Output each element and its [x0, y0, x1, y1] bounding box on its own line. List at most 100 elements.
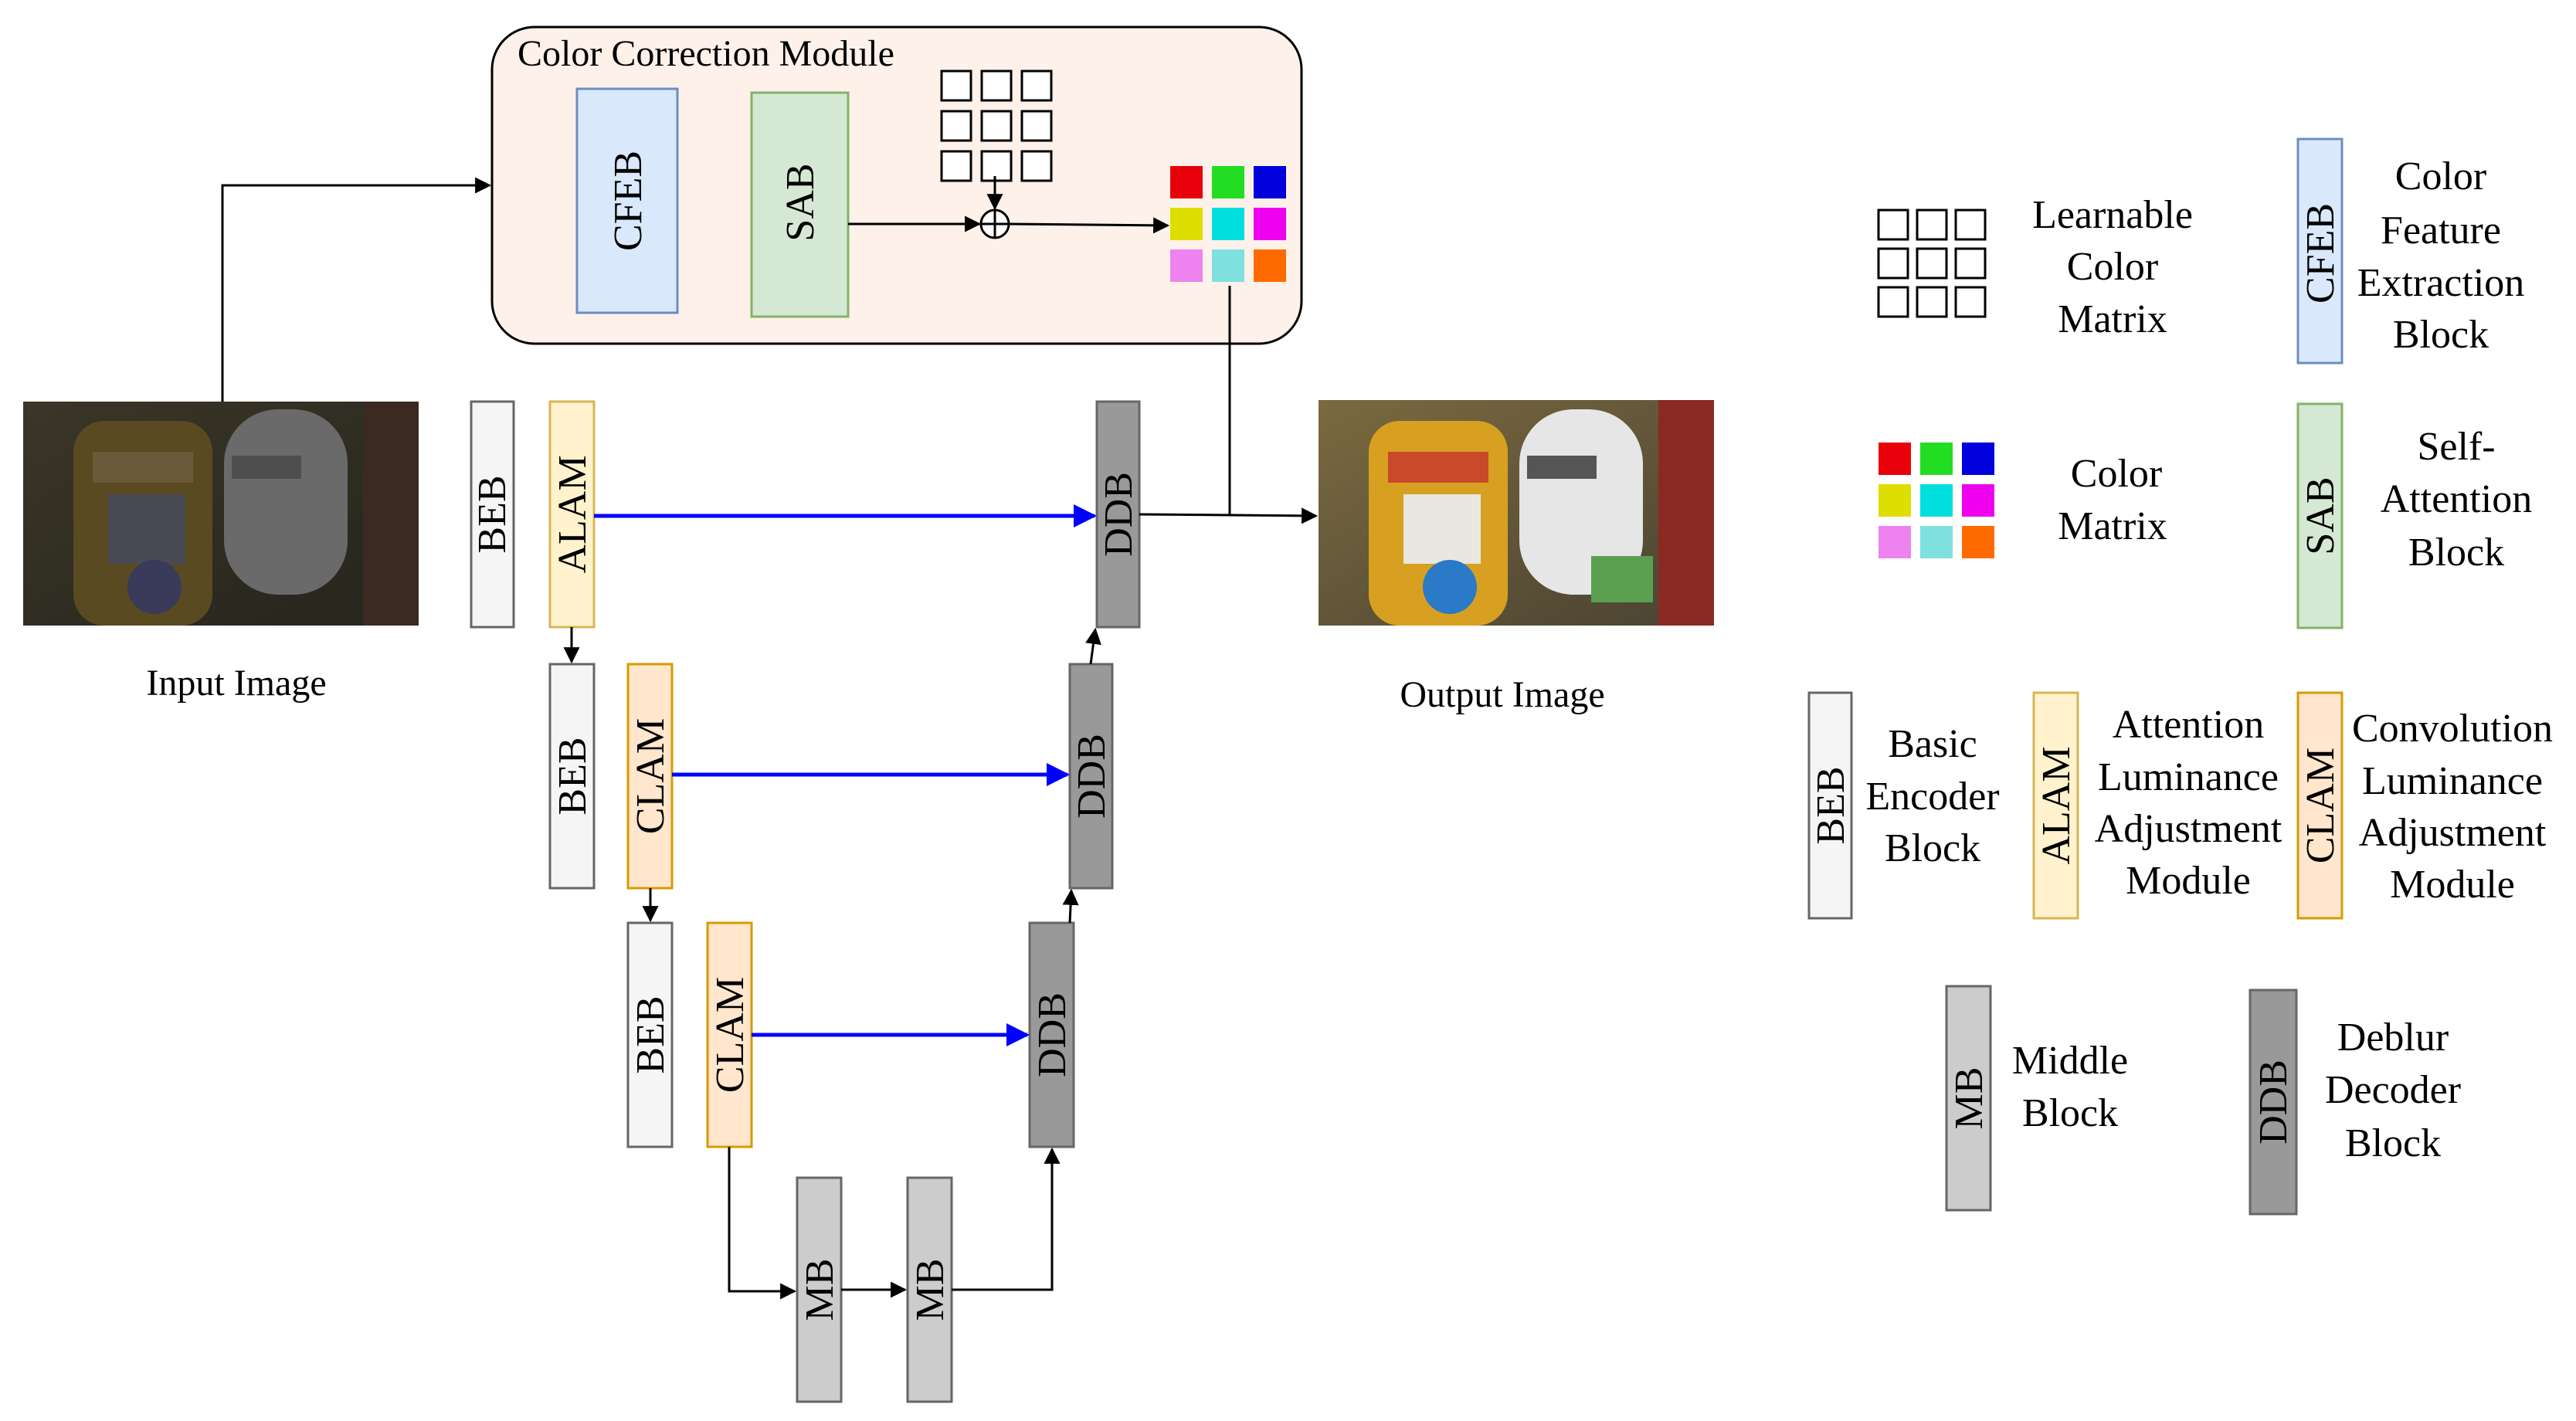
matrix-cell [1212, 166, 1244, 198]
ddb-block-level1: DDB [1095, 400, 1141, 629]
svg-text:CFEB: CFEB [2299, 203, 2343, 304]
legend-mb-line2: Block [2022, 1091, 2118, 1135]
legend-cfeb-block: CFEB [2296, 137, 2344, 365]
clam-block-level3: CLAM [706, 921, 753, 1148]
matrix-cell [1170, 249, 1203, 282]
matrix-cell [1020, 70, 1053, 102]
svg-text:BEB: BEB [470, 475, 514, 553]
legend-beb-line3: Block [1885, 826, 1980, 870]
matrix-cell [1254, 208, 1286, 240]
legend-sab-line3: Block [2408, 531, 2504, 575]
matrix-cell [1020, 150, 1053, 182]
output-image [1319, 400, 1714, 626]
sab-label: SAB [779, 163, 823, 241]
up-arrow-2 [1085, 627, 1101, 665]
legend-beb-line1: Basic [1888, 722, 1977, 766]
ddb-block-level3: DDB [1028, 921, 1075, 1148]
svg-text:CLAM: CLAM [2299, 748, 2343, 863]
matrix-cell [1916, 286, 1948, 318]
svg-text:DDB: DDB [1030, 992, 1074, 1077]
legend-sab-line1: Self- [2417, 425, 2495, 469]
legend-sab-line2: Attention [2381, 477, 2532, 521]
input-image [23, 402, 419, 626]
svg-text:CLAM: CLAM [629, 718, 673, 834]
clam-to-mb-arrow [728, 1147, 797, 1300]
svg-text:MB: MB [1947, 1067, 1991, 1130]
color-correction-module: Color Correction Module CFEB SAB [490, 25, 1303, 345]
legend-cfeb-line4: Block [2393, 313, 2489, 357]
svg-text:CLAM: CLAM [708, 977, 752, 1093]
matrix-cell [1254, 249, 1286, 282]
matrix-cell [1879, 443, 1911, 475]
matrix-cell [1877, 209, 1909, 241]
legend-learnable-line1: Learnable [2032, 193, 2193, 237]
legend-cfeb-line1: Color [2395, 154, 2486, 198]
matrix-cell [980, 110, 1013, 142]
legend-sab-block: SAB [2296, 402, 2344, 629]
matrix-cell [940, 110, 972, 142]
legend-alam-line1: Attention [2113, 703, 2264, 747]
up-arrow-1 [1062, 888, 1079, 924]
matrix-cell [940, 150, 972, 182]
color-correction-module-title: Color Correction Module [518, 33, 894, 74]
mb-to-ddb-arrow [952, 1147, 1061, 1291]
input-to-module-arrow [221, 177, 492, 402]
beb-block-level2: BEB [548, 663, 596, 890]
mb-block-1: MB [796, 1176, 843, 1403]
svg-text:ALAM: ALAM [2035, 746, 2079, 864]
legend-beb-block: BEB [1807, 691, 1853, 920]
matrix-cell [980, 150, 1013, 182]
legend-alam-block: ALAM [2032, 691, 2079, 920]
matrix-cell [1920, 443, 1953, 475]
input-image-label: Input Image [146, 663, 326, 704]
svg-text:MB: MB [908, 1259, 952, 1321]
color-matrix-icon [1170, 166, 1286, 282]
ddb-to-output-arrow [1139, 507, 1319, 524]
matrix-cell [1954, 247, 1987, 280]
svg-text:BEB: BEB [551, 737, 595, 815]
legend-ddb-line3: Block [2345, 1121, 2441, 1165]
legend-clam-line2: Luminance [2362, 759, 2543, 803]
matrix-cell [1916, 247, 1948, 280]
legend-mb-block: MB [1945, 985, 1992, 1212]
clam-block-level2: CLAM [626, 663, 674, 890]
matrix-cell [1916, 209, 1948, 241]
matrix-cell [1877, 286, 1909, 318]
cfeb-block: CFEB [575, 87, 679, 314]
svg-text:MB: MB [798, 1259, 842, 1321]
svg-text:SAB: SAB [2299, 476, 2343, 554]
legend: Learnable Color Matrix Color Matrix CFEB… [1807, 137, 2553, 1216]
legend-alam-line3: Adjustment [2095, 807, 2282, 851]
matrix-cell [1962, 443, 1994, 475]
legend-clam-line1: Convolution [2352, 707, 2553, 751]
matrix-cell [1212, 249, 1244, 282]
legend-learnable-matrix-icon [1877, 209, 1987, 318]
flow-arrows [221, 177, 1319, 1300]
matrix-cell [1954, 209, 1987, 241]
svg-text:BEB: BEB [1809, 766, 1853, 844]
legend-clam-line4: Module [2390, 863, 2515, 907]
color-correction-module-frame [490, 25, 1303, 345]
legend-cfeb-line3: Extraction [2357, 261, 2525, 305]
matrix-cell [1962, 526, 1994, 558]
matrix-cell [980, 70, 1013, 102]
svg-text:BEB: BEB [629, 995, 673, 1073]
matrix-cell [1962, 484, 1994, 517]
legend-mb-line1: Middle [2012, 1039, 2128, 1083]
svg-text:ALAM: ALAM [551, 455, 595, 573]
legend-color-matrix-line2: Matrix [2058, 504, 2167, 548]
legend-ddb-line2: Decoder [2325, 1068, 2461, 1112]
legend-learnable-line3: Matrix [2058, 297, 2167, 341]
matrix-cell [1254, 166, 1286, 198]
svg-text:DDB: DDB [1097, 472, 1141, 557]
beb-block-level1: BEB [470, 400, 515, 629]
matrix-cell [1920, 526, 1953, 558]
plus-operator-icon [979, 209, 1010, 239]
legend-cfeb-line2: Feature [2381, 209, 2501, 253]
matrix-cell [1954, 286, 1987, 318]
matrix-cell [1170, 166, 1203, 198]
matrix-cell [1020, 110, 1053, 142]
matrix-cell [1170, 208, 1203, 240]
legend-color-matrix-line1: Color [2071, 452, 2162, 496]
